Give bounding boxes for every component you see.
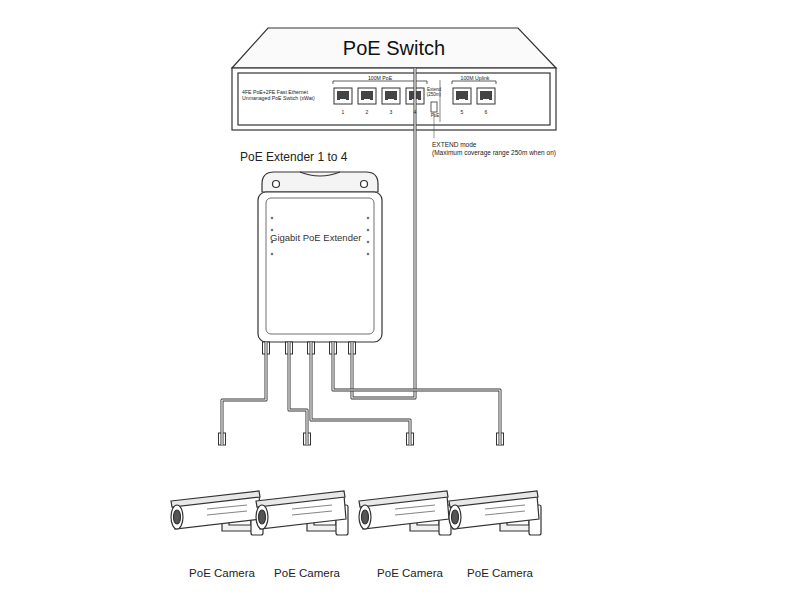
switch-node: PoE Switch [232,28,556,68]
camera-icon [359,491,451,535]
ethernet-cable [333,342,500,445]
camera-label: PoE Camera [167,567,277,579]
ethernet-cable [311,342,410,445]
ethernet-cable [222,342,266,445]
ethernet-cable [352,68,415,398]
camera-node: PoE Camera [445,445,555,587]
cable-plugs [219,342,504,445]
camera-icon [252,445,362,561]
port-group-label: 100M Uplink [450,76,500,82]
camera-label: PoE Camera [252,567,362,579]
switch-label: Extend (250m) [426,88,442,98]
panel-text: 4FE PoE+2FE Fast Ethernet Unmanaged PoE … [242,90,330,101]
rj45-port [459,99,465,102]
camera-icon [171,491,263,535]
rj45-port [456,91,468,100]
rj45-port [358,88,376,104]
ethernet-cable [352,68,415,398]
extender-node: PoE Extender 1 to 4Gigabit PoE Extender [250,150,390,342]
camera-label: PoE Camera [355,567,465,579]
extender-housing [258,172,382,342]
camera-icon [449,491,541,535]
callout-note: EXTEND mode [432,141,582,148]
camera-node: PoE Camera [252,445,362,587]
camera-icon [445,445,555,561]
ethernet-cable [311,342,410,445]
port-number: 6 [479,110,493,116]
port-number: 2 [360,110,374,116]
extender-label: Gigabit PoE Extender [270,232,385,243]
port-number: 5 [455,110,469,116]
rj45-port [334,88,352,104]
rj45-port [385,91,397,100]
rj45-port [480,91,492,100]
port-number: 3 [384,110,398,116]
camera-label: PoE Camera [445,567,555,579]
rj45-port [364,99,370,102]
ethernet-cable [289,342,307,445]
camera-icon [355,445,465,561]
rj45-port [483,99,489,102]
callout-note: (Maximum coverage range 250m when on) [432,149,612,156]
ethernet-cable [222,342,266,445]
switch-title: PoE Switch [232,28,556,68]
camera-icon [256,491,348,535]
ethernet-cable [333,342,500,445]
rj45-port [477,88,495,104]
port-group-label: 100M PoE [360,76,400,82]
rj45-port [382,88,400,104]
rj45-port [340,99,346,102]
rj45-port [337,91,349,100]
port-number: 1 [336,110,350,116]
switch-housing [232,28,556,130]
extend-switch [431,102,437,112]
rj45-port [388,99,394,102]
switch-label: PoE [428,114,442,119]
extender-heading: PoE Extender 1 to 4 [240,150,400,164]
rj45-port [453,88,471,104]
rj45-port [361,91,373,100]
ethernet-cable [289,342,307,445]
port-number: 4 [408,110,422,116]
